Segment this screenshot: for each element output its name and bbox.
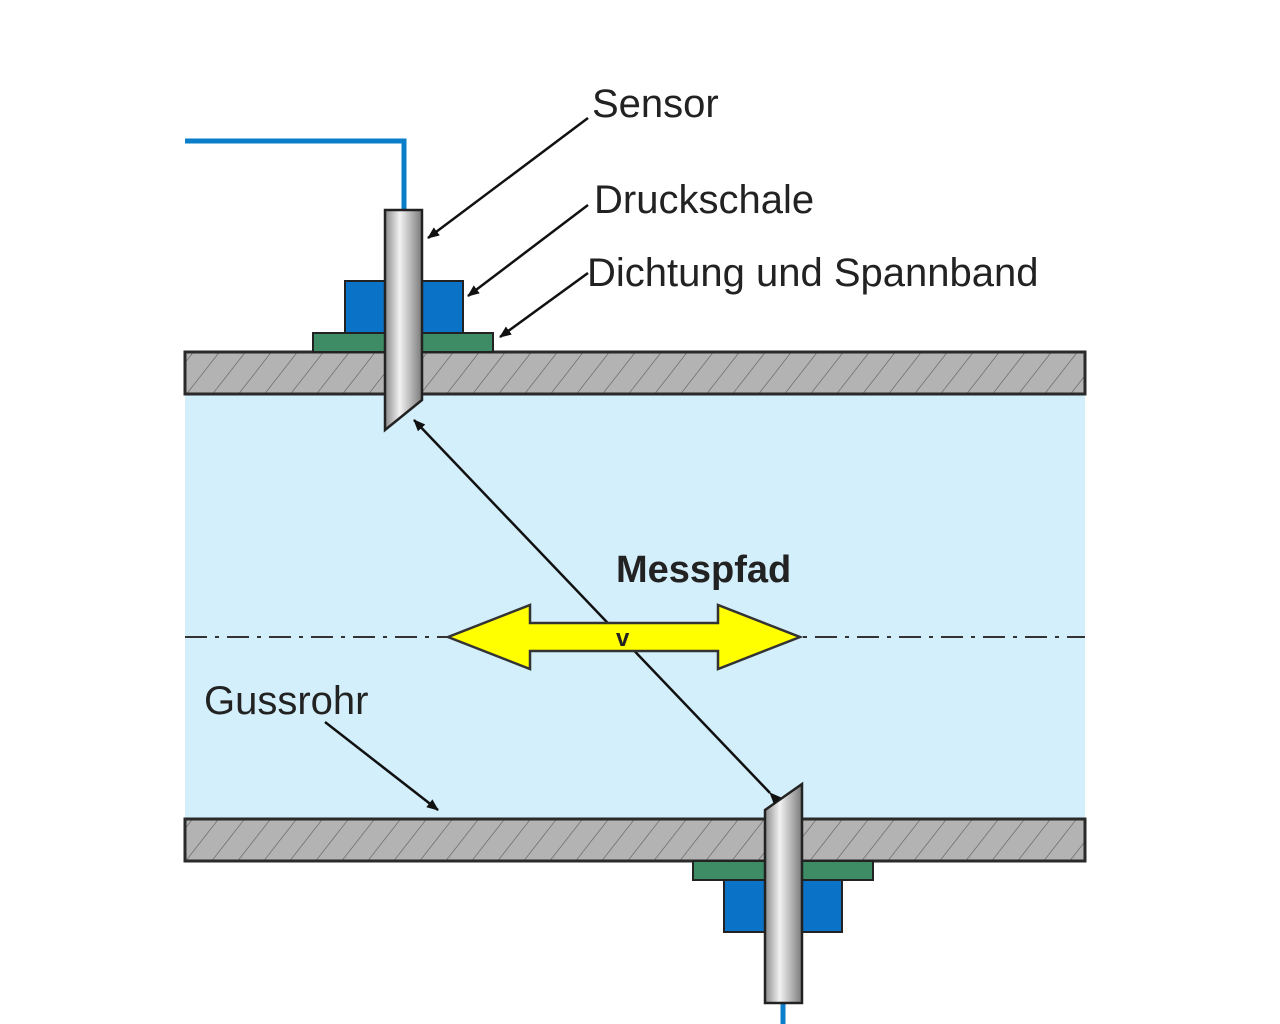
measuring-path-arrow xyxy=(413,419,782,805)
pipe-wall-top xyxy=(183,350,1087,396)
gussrohr-label: Gussrohr xyxy=(204,679,369,723)
pipe-wall-bottom xyxy=(183,817,1087,863)
druckschale-leader-arrow xyxy=(467,204,589,297)
sensor-rod-top xyxy=(383,208,424,433)
messpfad-label: Messpfad xyxy=(616,549,791,591)
sensor-rod-bottom xyxy=(763,781,804,1005)
velocity-label: v xyxy=(616,625,630,652)
pipe-fluid xyxy=(185,394,1085,819)
dichtung-leader-arrow xyxy=(499,271,589,339)
druckschale-label: Druckschale xyxy=(594,178,814,222)
dichtung-spannband-label: Dichtung und Spannband xyxy=(587,251,1038,295)
sensor-label: Sensor xyxy=(592,82,719,126)
sensor-leader-arrow xyxy=(427,117,589,239)
flow-velocity-arrow xyxy=(444,603,804,671)
sensor-cable-top xyxy=(185,138,407,210)
gussrohr-leader-arrow xyxy=(324,721,439,811)
